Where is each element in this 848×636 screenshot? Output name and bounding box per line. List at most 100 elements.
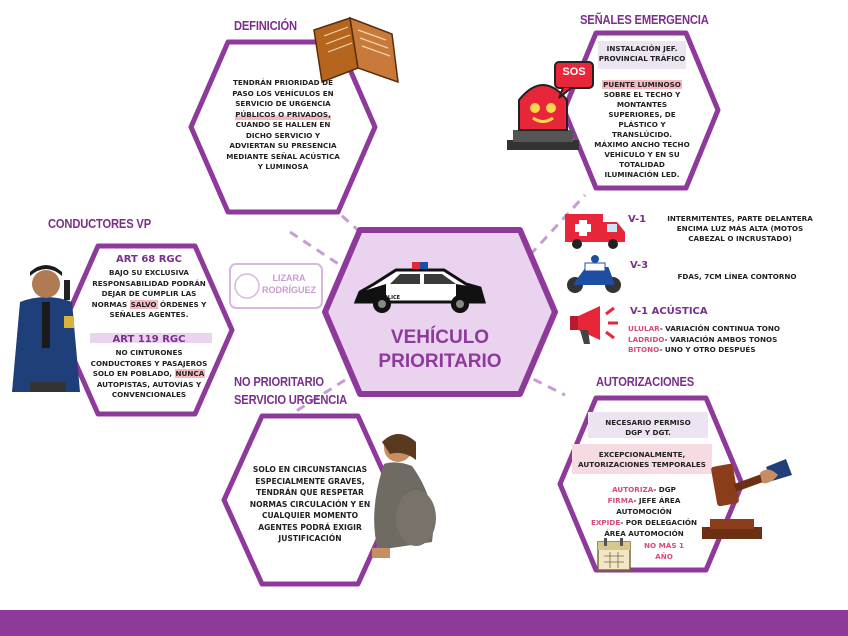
center-title: VEHÍCULO PRIORITARIO [340,326,540,374]
definicion-line: Y LUMINOSA [257,162,309,171]
art119-line: CONDUCTORES Y PASAJEROS [90,358,208,368]
v1-line: INTERMITENTES, PARTE DELANTERA [667,214,813,223]
siren-icon [507,61,594,150]
noprior-text: SOLO EN CIRCUNSTANCIAS ESPECIALMENTE GRA… [232,464,388,545]
art68-line: NORMAS SALVO ÓRDENES Y [91,299,207,309]
police-officer-icon [12,265,80,392]
noprior-line: JUSTIFICACIÓN [278,534,342,543]
connector-noprior [289,378,346,417]
art119-text: NO CINTURONES CONDUCTORES Y PASAJEROS SO… [80,348,218,401]
conductores-title: CONDUCTORES VP [48,216,151,231]
definicion-text: TENDRÁN PRIORIDAD DE PASO LOS VEHÍCULOS … [196,78,370,173]
v1-line: ENCIMA LUZ MÁS ALTA (MOTOS [676,224,804,233]
autoriz-row: EXPIDE- POR DELEGACIÓN [590,518,698,527]
definicion-line: CUANDO SE HALLEN EN [235,120,331,129]
senales-box2-line: MONTANTES [616,100,668,109]
ambulance-icon [565,214,625,249]
v1a-label: V-1 ACÚSTICA [630,306,708,317]
autoriz-band2 [572,444,712,474]
autoriz-hexagon [557,395,745,573]
v3-text: FDAS, 7CM LÍNEA CONTORNO [677,272,797,281]
v1a-row: ULULAR- VARIACIÓN CONTINUA TONO [628,324,780,333]
senales-box2-line: TRANSLÚCIDO. [612,130,672,139]
police-car-icon [353,262,486,313]
connector-autoriz [504,363,566,397]
noprior-line: ESPECIALMENTE GRAVES, [255,476,365,486]
v3-label: V-3 [630,260,649,271]
watermark-line1: LIZARA [272,273,306,283]
definicion-title: DEFINICIÓN [234,18,297,33]
v1a-rows: ULULAR- VARIACIÓN CONTINUA TONO LADRIDO-… [628,324,798,356]
senales-box2-line: MÁXIMO ANCHO TECHO [594,140,690,149]
pregnant-woman-icon [372,434,436,558]
footer-bar [0,610,848,636]
center-title-line1: VEHÍCULO [390,327,490,348]
autoriz-rows: AUTORIZA- DGP FIRMA- JEFE ÁREA AUTOMOCIÓ… [584,484,704,539]
art68-text: BAJO SU EXCLUSIVA RESPONSABILIDAD PODRÁN… [82,268,216,321]
definicion-line: PASO LOS VEHÍCULOS EN [232,88,334,98]
autoriz-box2: EXCEPCIONALMENTE, AUTORIZACIONES TEMPORA… [572,450,712,470]
watermark-logo [229,263,323,309]
v1-text: INTERMITENTES, PARTE DELANTERA ENCIMA LU… [660,214,820,244]
autoriz-row: AUTORIZA- DGP [612,485,676,494]
definicion-line: MEDIANTE SEÑAL ACÚSTICA [226,151,340,161]
senales-box1-line: PROVINCIAL TRÁFICO [598,54,686,63]
autoriz-row: AUTOMOCIÓN [616,507,672,516]
center-title-line2: PRIORITARIO [378,351,502,372]
noprior-line: AGENTES PODRÁ EXIGIR [258,522,362,532]
autoriz-nomas: NO MÁS 1 AÑO [634,540,694,562]
autoriz-box1-line: DGP Y DGT. [625,428,671,437]
autoriz-nomas-line1: NO MÁS 1 [643,541,685,550]
sos-label: SOS [562,66,586,78]
senales-box2-line: PLÁSTICO Y [618,120,666,129]
senales-band1 [598,41,686,69]
book-icon [313,16,399,84]
watermark-line2: RODRÍGUEZ [262,285,316,295]
connector-senales [528,193,587,257]
autoriz-box2-line: EXCEPCIONALMENTE, [598,450,686,459]
noprior-title-line2: SERVICIO URGENCIA [234,392,348,407]
v1-label: V-1 [628,214,647,225]
calendar-icon [597,538,631,571]
autoriz-band1 [588,412,708,438]
megaphone-icon [570,306,618,344]
autoriz-row: ÁREA AUTOMOCIÓN [604,529,684,538]
gavel-icon [702,459,792,539]
definicion-line: DICHO SERVICIO Y [245,130,321,140]
definicion-line: SERVICIO DE URGENCIA [235,99,331,108]
art68-line: SEÑALES AGENTES. [109,310,189,319]
art119-title: ART 119 RGC [112,334,186,345]
senales-box2-line: ILUMINACIÓN LED. [604,170,680,179]
motorbike-icon [567,255,621,293]
autoriz-box2-line: AUTORIZACIONES TEMPORALES [578,460,706,469]
art119-line: CONVENCIONALES [111,390,187,399]
v1a-row: LADRIDO- VARIACIÓN AMBOS TONOS [628,334,778,344]
noprior-line: TENDRÁN QUE RESPETAR [256,488,364,497]
center-hexagon [322,227,558,397]
senales-box2-line: SUPERIORES, DE [608,110,676,119]
autoriz-box1-line: NECESARIO PERMISO [605,418,691,427]
noprior-line: CUALQUIER MOMENTO [261,511,359,520]
noprior-hexagon [221,413,399,587]
autoriz-row: FIRMA- JEFE ÁREA [607,496,681,505]
noprior-title-line1: NO PRIORITARIO [234,374,324,389]
senales-box2-line: SOBRE EL TECHO Y [603,90,681,99]
v1-line: CABEZAL O INCRUSTADO) [688,234,792,243]
art119-line: AUTOPISTAS, AUTOVÍAS Y [96,379,202,389]
senales-box1: INSTALACIÓN JEF. PROVINCIAL TRÁFICO [594,44,690,64]
noprior-line: SOLO EN CIRCUNSTANCIAS [252,465,368,474]
senales-box1-line: INSTALACIÓN JEF. [606,44,678,53]
car-label: POLICE [380,295,401,301]
art119-line: NO CINTURONES [115,348,183,357]
noprior-line: NORMAS CIRCULACIÓN Y EN [249,499,371,509]
senales-box2: PUENTE LUMINOSO SOBRE EL TECHO Y MONTANT… [590,80,694,180]
art68-line: RESPONSABILIDAD PODRÁN [92,278,206,288]
definicion-line: TENDRÁN PRIORIDAD DE [232,78,334,87]
art119-band [90,333,212,343]
art68-line: DEJAR DE CUMPLIR LAS [101,289,197,298]
senales-box2-head: PUENTE LUMINOSO [602,80,682,89]
v1a-row: BITONO- UNO Y OTRO DESPUÉS [628,345,756,354]
senales-title: SEÑALES EMERGENCIA [580,12,709,27]
autoriz-title: AUTORIZACIONES [596,374,695,389]
